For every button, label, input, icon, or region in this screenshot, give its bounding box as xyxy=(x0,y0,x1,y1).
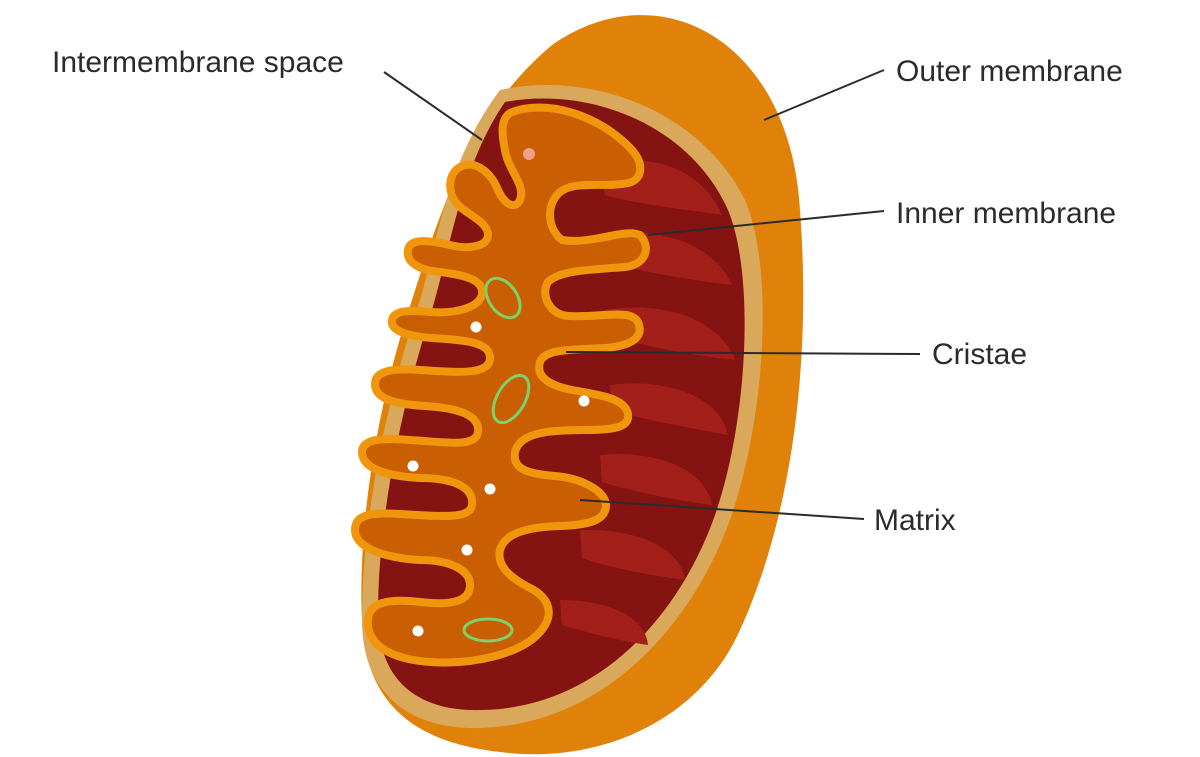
label-intermembrane-space: Intermembrane space xyxy=(52,46,344,79)
matrix-granules xyxy=(462,276,531,643)
matrix-cristae-shape xyxy=(351,103,650,667)
granule-ring xyxy=(462,617,514,643)
leader-line-outer-membrane xyxy=(763,69,885,121)
label-outer-membrane: Outer membrane xyxy=(896,55,1123,88)
leader-line-matrix xyxy=(579,499,865,520)
label-inner-membrane: Inner membrane xyxy=(896,197,1117,230)
dot xyxy=(484,483,496,495)
leader-line-cristae xyxy=(565,351,921,355)
dot xyxy=(470,321,482,333)
dot-accent xyxy=(523,148,535,160)
dot xyxy=(461,544,473,556)
leader-lines xyxy=(383,69,921,520)
dot xyxy=(412,625,424,637)
leader-line-intermembrane-space xyxy=(383,71,483,141)
label-matrix: Matrix xyxy=(874,504,956,537)
leader-line-inner-membrane xyxy=(647,210,885,236)
granule-ring xyxy=(491,373,531,425)
matrix-dots xyxy=(407,321,590,637)
dot xyxy=(407,460,419,472)
label-cristae: Cristae xyxy=(932,338,1028,371)
dot xyxy=(578,395,590,407)
granule-ring xyxy=(484,276,522,320)
